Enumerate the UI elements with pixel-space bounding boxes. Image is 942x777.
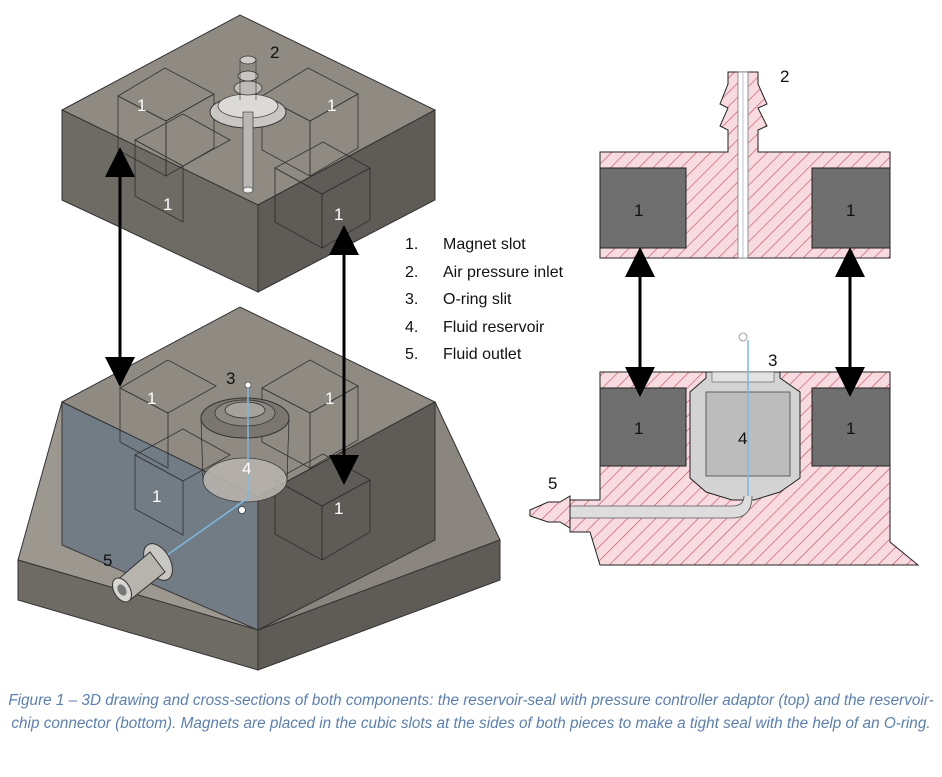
figure-diagram: 2 1 1 1 1 — [17, 14, 920, 671]
label-magnet-3d: 1 — [327, 96, 336, 115]
legend-item: 1.Magnet slot — [405, 236, 526, 253]
label-magnet-section: 1 — [846, 201, 855, 220]
bottom-cross-section: 3 4 5 1 1 — [529, 332, 920, 566]
magnet-slot-section — [811, 387, 891, 467]
label-outlet-3d: 5 — [103, 551, 112, 570]
magnet-slot-section — [599, 387, 687, 467]
top-block-3d: 2 1 1 1 1 — [60, 14, 437, 293]
legend-item: 2.Air pressure inlet — [405, 263, 564, 281]
legend-item: 3.O-ring slit — [405, 291, 512, 309]
top-cross-section: 2 1 1 — [599, 67, 891, 259]
air-inlet-fitting-3d — [209, 55, 287, 194]
label-air-inlet-section: 2 — [780, 67, 789, 86]
label-outlet-section: 5 — [548, 474, 557, 493]
label-oring-3d: 3 — [226, 369, 235, 388]
label-magnet-3d: 1 — [147, 389, 156, 408]
label-magnet-3d: 1 — [163, 195, 172, 214]
legend-list: 1.Magnet slot 2.Air pressure inlet 3.O-r… — [405, 231, 605, 369]
magnet-slot-section — [811, 167, 891, 249]
fluid-reservoir-3d — [200, 397, 290, 503]
fluid-outlet-fitting-3d — [112, 543, 173, 603]
legend-item: 4.Fluid reservoir — [405, 318, 545, 336]
label-magnet-section: 1 — [634, 419, 643, 438]
fluid-outlet-fitting-section — [529, 495, 571, 529]
figure-caption: Figure 1 – 3D drawing and cross-sections… — [8, 692, 934, 732]
label-reservoir-3d: 4 — [242, 459, 251, 478]
label-magnet-3d: 1 — [334, 205, 343, 224]
label-magnet-3d: 1 — [137, 96, 146, 115]
fluid-channel-section — [559, 332, 753, 519]
label-reservoir-section: 4 — [738, 429, 747, 448]
label-oring-section: 3 — [768, 351, 777, 370]
label-air-inlet-3d: 2 — [270, 43, 279, 62]
legend-item: 5.Fluid outlet — [405, 346, 522, 364]
label-magnet-3d: 1 — [334, 499, 343, 518]
label-magnet-3d: 1 — [325, 389, 334, 408]
label-magnet-section: 1 — [846, 419, 855, 438]
label-magnet-section: 1 — [634, 201, 643, 220]
label-magnet-3d: 1 — [152, 487, 161, 506]
